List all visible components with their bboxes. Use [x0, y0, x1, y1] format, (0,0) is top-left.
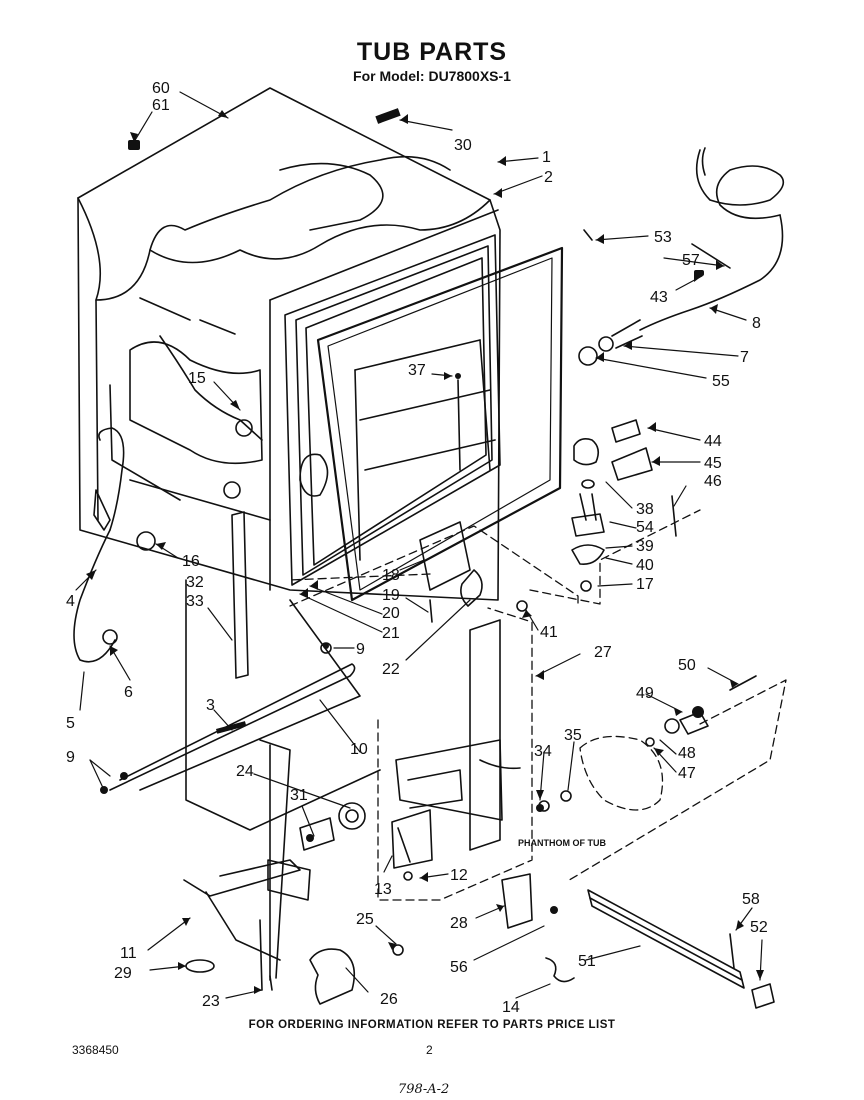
tub-gasket-drawing [284, 234, 564, 602]
model-subtitle: For Model: DU7800XS-1 [353, 68, 511, 84]
callout-19: 19 [382, 587, 400, 604]
callout-52: 52 [750, 919, 768, 936]
callout-41: 41 [540, 624, 558, 641]
callout-37: 37 [408, 362, 426, 379]
callout-17: 17 [636, 576, 654, 593]
callout-56: 56 [450, 959, 468, 976]
callout-57: 57 [682, 252, 700, 269]
callout-30: 30 [454, 137, 472, 154]
callout-28: 28 [450, 915, 468, 932]
ordering-note: FOR ORDERING INFORMATION REFER TO PARTS … [248, 1019, 616, 1031]
callout-31: 31 [290, 787, 308, 804]
callout-13: 13 [374, 881, 392, 898]
callout-7: 7 [740, 349, 749, 366]
phantom-lines [289, 509, 787, 901]
callout-53: 53 [654, 229, 672, 246]
callout-50: 50 [678, 657, 696, 674]
callout-21: 21 [382, 625, 400, 642]
drain-hose-drawing [73, 419, 253, 663]
right-side-parts-drawing [571, 229, 677, 592]
phantom-of-tub-label: PHANTHOM OF TUB [518, 838, 606, 848]
callout-25: 25 [356, 911, 374, 928]
callout-29: 29 [114, 965, 132, 982]
callout-58: 58 [742, 891, 760, 908]
callout-18: 18 [382, 567, 400, 584]
callout-32: 32 [186, 574, 204, 591]
leader-lines [75, 91, 763, 999]
callout-1: 1 [542, 149, 551, 166]
tub-body-drawing [77, 87, 501, 601]
callout-47: 47 [678, 765, 696, 782]
callout-8: 8 [752, 315, 761, 332]
callout-3: 3 [206, 697, 215, 714]
callout-43: 43 [650, 289, 668, 306]
small-fasteners [100, 108, 704, 914]
callout-23: 23 [202, 993, 220, 1010]
callout-46: 46 [704, 473, 722, 490]
callout-5: 5 [66, 715, 75, 732]
callout-39: 39 [636, 538, 654, 555]
callout-51: 51 [578, 953, 596, 970]
left-lower-assembly-drawing [109, 511, 404, 1005]
callout-14: 14 [502, 999, 520, 1016]
callout-44: 44 [704, 433, 722, 450]
center-parts-drawing [419, 379, 528, 623]
callout-48: 48 [678, 745, 696, 762]
callout-33: 33 [186, 593, 204, 610]
callout-40: 40 [636, 557, 654, 574]
callout-15: 15 [188, 370, 206, 387]
hose-coil-drawing [578, 147, 785, 366]
callout-24: 24 [236, 763, 254, 780]
callout-labels: 60 61 30 1 2 53 57 43 8 7 55 15 37 44 45… [66, 80, 768, 1016]
callout-2: 2 [544, 169, 553, 186]
document-number: 3368450 [72, 1043, 119, 1057]
handwritten-note: 798-A-2 [398, 1082, 450, 1097]
callout-34: 34 [534, 743, 552, 760]
callout-27: 27 [594, 644, 612, 661]
callout-35: 35 [564, 727, 582, 744]
callout-6: 6 [124, 684, 133, 701]
callout-12: 12 [450, 867, 468, 884]
callout-60: 60 [152, 80, 170, 97]
callout-9: 9 [356, 641, 365, 658]
bottom-right-parts-drawing [545, 675, 775, 1009]
callout-11: 11 [120, 945, 137, 962]
callout-45: 45 [704, 455, 722, 472]
page-title: TUB PARTS [356, 38, 508, 66]
callout-16: 16 [182, 553, 200, 570]
page-number: 2 [426, 1043, 433, 1057]
callout-4: 4 [66, 593, 75, 610]
callout-49: 49 [636, 685, 654, 702]
callout-20: 20 [382, 605, 400, 622]
callout-10: 10 [350, 741, 368, 758]
callout-38: 38 [636, 501, 654, 518]
callout-55: 55 [712, 373, 730, 390]
callout-54: 54 [636, 519, 654, 536]
callout-61: 61 [152, 97, 170, 114]
callout-9b: 9 [66, 749, 75, 766]
callout-26: 26 [380, 991, 398, 1008]
callout-22: 22 [382, 661, 400, 678]
